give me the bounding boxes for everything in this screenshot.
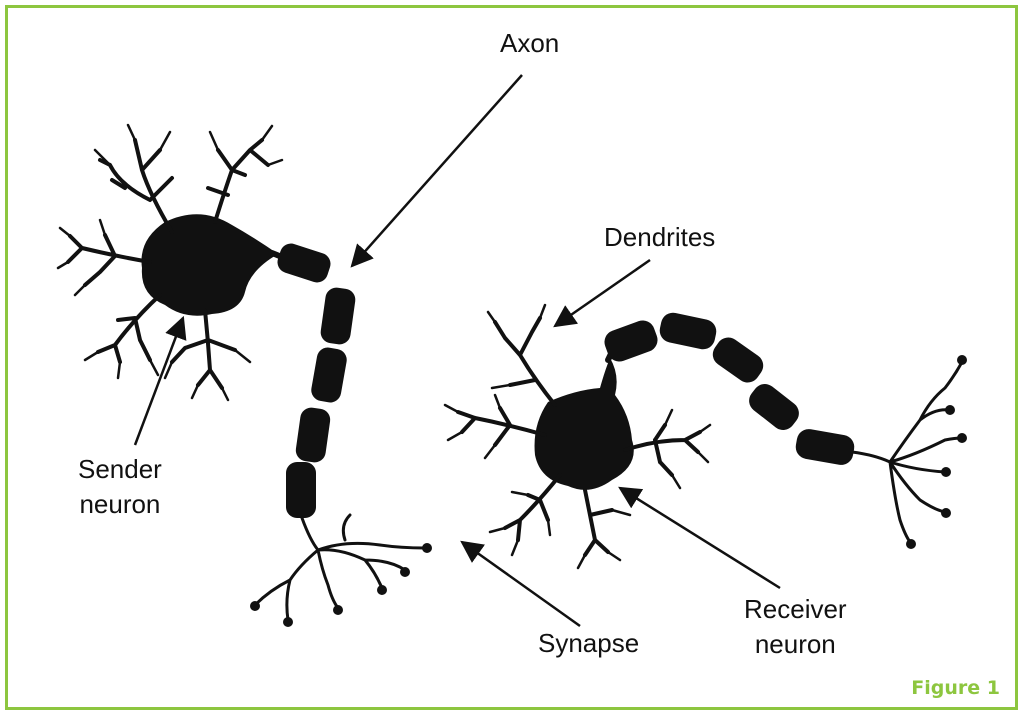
sender-label-line1: Sender xyxy=(78,452,162,487)
sender-neuron-label: Sender neuron xyxy=(78,452,162,522)
sender-soma xyxy=(141,214,278,316)
synapse-label: Synapse xyxy=(538,626,639,661)
receiver-label-line2: neuron xyxy=(744,627,847,662)
sender-terminal-buttons xyxy=(250,543,432,627)
receiver-myelin xyxy=(601,311,856,467)
sender-neuron xyxy=(58,125,432,627)
axon-label: Axon xyxy=(500,26,559,61)
receiver-neuron-arrow xyxy=(620,488,780,588)
receiver-neuron xyxy=(445,305,967,568)
receiver-soma xyxy=(535,358,634,490)
receiver-label-line1: Receiver xyxy=(744,592,847,627)
sender-label-line2: neuron xyxy=(78,487,162,522)
dendrites-label: Dendrites xyxy=(604,220,715,255)
receiver-neuron-label: Receiver neuron xyxy=(744,592,847,662)
dendrites-arrow xyxy=(555,260,650,326)
figure-caption: Figure 1 xyxy=(911,677,1000,699)
synapse-arrow xyxy=(462,542,580,626)
sender-axon-terminal xyxy=(255,515,425,620)
sender-neuron-arrow xyxy=(135,318,183,445)
axon-arrow xyxy=(352,75,522,266)
sender-myelin xyxy=(275,241,357,518)
